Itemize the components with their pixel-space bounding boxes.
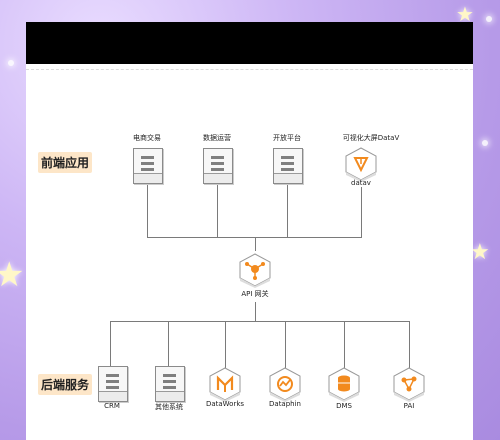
server-icon[interactable] — [98, 366, 128, 402]
connector-line — [409, 321, 410, 368]
backend-section-label: 后端服务 — [38, 374, 93, 395]
diagram-card: 前端应用 后端服务 电商交易 数据运营 开放平台 可视化大屏DataV data… — [26, 22, 473, 440]
server-icon[interactable] — [155, 366, 185, 402]
sparkle-decoration — [482, 140, 488, 146]
connector-line — [168, 321, 169, 366]
connector-line — [147, 183, 148, 238]
node-sublabel: datav — [351, 179, 371, 187]
datav-icon[interactable] — [343, 146, 379, 182]
star-decoration: ★ — [0, 255, 25, 295]
connector-line — [285, 321, 286, 368]
dataphin-icon[interactable] — [267, 366, 303, 402]
connector-line — [287, 183, 288, 238]
connector-line — [255, 302, 256, 321]
node-label: 开放平台 — [273, 134, 301, 142]
dataworks-icon[interactable] — [207, 366, 243, 402]
divider — [26, 69, 473, 70]
connector-line — [147, 237, 362, 238]
star-decoration: ★ — [456, 2, 474, 26]
title-bar — [26, 22, 473, 64]
node-label: 其他系统 — [155, 403, 183, 411]
dms-icon[interactable] — [326, 366, 362, 402]
server-icon[interactable] — [133, 148, 163, 184]
node-label: 电商交易 — [133, 134, 161, 142]
server-icon[interactable] — [273, 148, 303, 184]
node-label: DMS — [336, 402, 352, 410]
node-label: 数据运营 — [203, 134, 231, 142]
connector-line — [110, 321, 111, 366]
connector-line — [225, 321, 226, 368]
api-gateway-icon[interactable] — [237, 252, 273, 288]
pai-icon[interactable] — [391, 366, 427, 402]
server-icon[interactable] — [203, 148, 233, 184]
connector-line — [255, 237, 256, 251]
connector-line — [344, 321, 345, 368]
node-label: Dataphin — [269, 400, 301, 408]
star-decoration: ★ — [470, 240, 490, 265]
node-label: PAI — [403, 402, 415, 410]
frontend-section-label: 前端应用 — [38, 152, 93, 173]
sparkle-decoration — [486, 16, 492, 22]
gateway-label: API 网关 — [241, 290, 269, 298]
connector-line — [361, 187, 362, 238]
node-label: 可视化大屏DataV — [342, 134, 400, 142]
node-label: DataWorks — [205, 400, 245, 408]
connector-line — [110, 321, 409, 322]
node-label: CRM — [104, 402, 120, 410]
connector-line — [217, 183, 218, 238]
sparkle-decoration — [8, 60, 14, 66]
